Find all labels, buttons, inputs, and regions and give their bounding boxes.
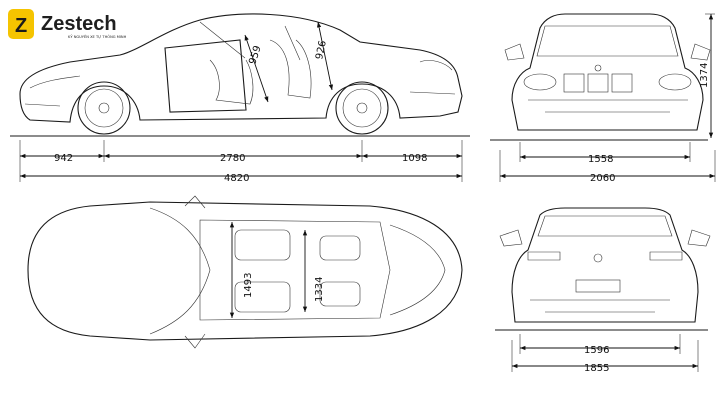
top-view-drawing: 1493 1334 — [27, 195, 463, 349]
seat-height-front: 959 — [247, 44, 263, 66]
total-length-label: 4820 — [224, 173, 249, 184]
rear-interior-width: 1334 — [314, 277, 325, 302]
side-dimension-row: 942 2780 1098 4820 — [19, 140, 463, 184]
brand-tagline: KỸ NGUYÊN XE TỰ THÔNG MINH — [68, 34, 127, 39]
rear-overhang-label: 1098 — [402, 153, 427, 164]
body-width-label: 1855 — [584, 363, 609, 374]
brand-name: Zestech — [41, 13, 117, 35]
svg-text:Z: Z — [15, 15, 27, 37]
wheelbase-label: 2780 — [220, 153, 245, 164]
front-track-label: 1558 — [588, 154, 613, 165]
brand-logo: Z Zestech KỸ NGUYÊN XE TỰ THÔNG MINH — [8, 9, 127, 39]
front-view-drawing: 1374 1558 2060 — [490, 13, 716, 184]
front-overhang-label: 942 — [54, 153, 73, 164]
front-height-label: 1374 — [699, 63, 710, 88]
rear-track-label: 1596 — [584, 345, 609, 356]
seat-height-rear: 926 — [314, 40, 329, 61]
rear-view-drawing: 1596 1855 — [495, 207, 711, 374]
front-interior-width: 1493 — [243, 273, 254, 298]
width-mirrors-label: 2060 — [590, 173, 615, 184]
side-view-drawing: 959 926 942 2780 1098 4820 — [10, 13, 470, 184]
zestech-logo-icon — [8, 9, 34, 39]
